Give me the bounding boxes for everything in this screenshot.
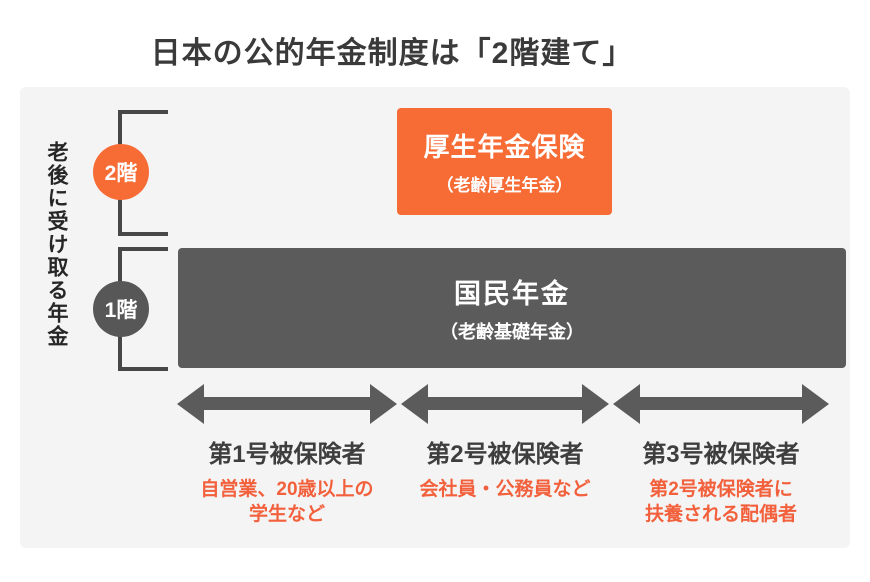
page-title: 日本の公的年金制度は「2階建て」 xyxy=(150,37,634,70)
double-arrow-icon xyxy=(177,384,397,424)
category-3-label: 第3号被保険者 xyxy=(642,441,800,468)
category-3-column: 第3号被保険者 第2号被保険者に 扶養される配偶者 xyxy=(612,383,830,527)
category-3-description: 第2号被保険者に 扶養される配偶者 xyxy=(644,479,797,525)
category-1-column: 第1号被保険者 自営業、20歳以上の 学生など xyxy=(176,383,398,527)
diagram-panel: 老後に受け取る年金 2階 1階 厚生年金保険 （老齢厚生年金） 国民年金 （老齢… xyxy=(20,87,850,548)
national-pension-subtitle: （老齢基礎年金） xyxy=(440,322,584,342)
category-2-label: 第2号被保険者 xyxy=(426,441,584,468)
category-2-column: 第2号被保険者 会社員・公務員など xyxy=(400,383,610,503)
category-1-description: 自営業、20歳以上の 学生など xyxy=(200,479,374,525)
national-pension-box: 国民年金 （老齢基礎年金） xyxy=(178,248,846,368)
national-pension-title: 国民年金 xyxy=(454,279,570,309)
double-arrow-icon xyxy=(401,384,609,424)
second-floor-badge: 2階 xyxy=(93,144,149,200)
employees-pension-subtitle: （老齢厚生年金） xyxy=(436,176,573,195)
side-axis-label: 老後に受け取る年金 xyxy=(45,141,68,348)
employees-pension-title: 厚生年金保険 xyxy=(423,132,586,162)
category-1-label: 第1号被保険者 xyxy=(208,441,366,468)
first-floor-badge: 1階 xyxy=(93,281,149,337)
employees-pension-box: 厚生年金保険 （老齢厚生年金） xyxy=(397,108,612,215)
category-2-description: 会社員・公務員など xyxy=(419,479,591,500)
double-arrow-icon xyxy=(613,384,829,424)
